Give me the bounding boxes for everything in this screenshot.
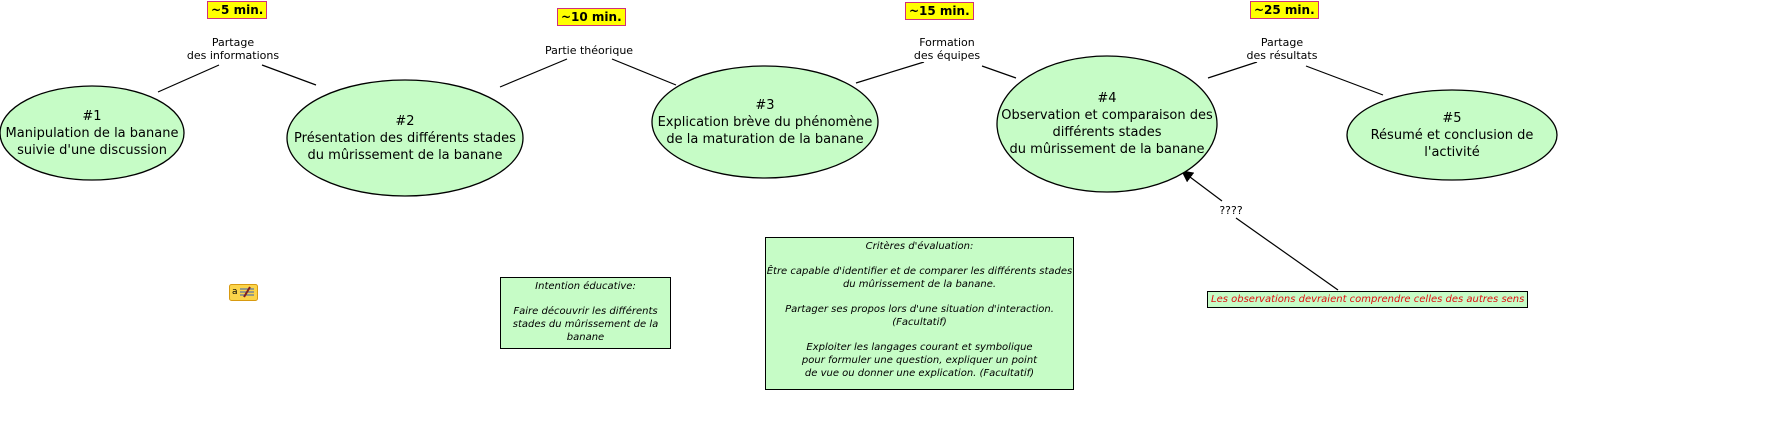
concept-number: #1 [82,108,102,124]
link-arrow [1181,170,1223,202]
concept-2[interactable]: #2 Présentation des différents stades du… [287,80,523,196]
concept-text: Présentation des différents stades [294,130,516,146]
criteria-title: Critères d'évaluation: [865,241,974,252]
annotation-note-icon[interactable]: a [229,284,259,302]
intention-text: Faire découvrir les différents [513,306,658,317]
link-label[interactable]: Formation des équipes [913,36,981,62]
link-line [981,65,1017,79]
concept-2-shape[interactable] [286,79,524,197]
link-label[interactable]: ???? [1219,204,1243,217]
criteria-line: Être capable d'identifier et de comparer… [766,266,1073,277]
concept-text: Manipulation de la banane [5,125,179,141]
concept-text: Observation et comparaison des [1001,108,1213,123]
concept-text: du mûrissement de la banane [307,147,503,163]
link-label-text: des résultats [1246,49,1318,62]
link-line [157,64,220,93]
duration-badge[interactable]: ~25 min. [1250,1,1319,19]
intention-text: stades du mûrissement de la banane [512,319,659,343]
criteria-item: Être capable d'identifier et de comparer… [766,265,1073,291]
link-label-text: ???? [1219,204,1243,217]
concept-4-shape[interactable] [996,55,1218,193]
concept-1-shape[interactable] [0,85,185,181]
concept-number: #2 [395,113,415,129]
duration-badge[interactable]: ~15 min. [905,2,974,20]
intention-title: Intention éducative: [535,281,636,292]
criteria-line: pour formuler une question, expliquer un… [801,355,1038,366]
link-label-text: Formation [919,36,975,49]
concept-5[interactable]: #5 Résumé et conclusion de l'activité [1347,90,1557,180]
observation-note[interactable]: Les observations devraient comprendre ce… [1207,291,1529,308]
criteria-item: Partager ses propos lors d'une situation… [766,303,1073,329]
concept-5-shape[interactable] [1346,89,1558,181]
criteria-line: Exploiter les langages courant et symbol… [806,342,1033,353]
concept-3[interactable]: #3 Explication brève du phénomène de la … [652,66,878,178]
concept-text: différents stades [1052,125,1162,140]
concept-4[interactable]: #4 Observation et comparaison des différ… [997,56,1217,192]
concept-number: #5 [1442,110,1462,126]
criteria-line: de vue ou donner une explication. (Facul… [804,368,1035,379]
link-label-text: Partage [1260,36,1304,49]
criteria-box[interactable]: Critères d'évaluation: Être capable d'id… [765,237,1074,390]
concept-text: de la maturation de la banane [666,131,864,147]
link-label[interactable]: Partage des résultats [1246,36,1318,62]
link-label[interactable]: Partie théorique [544,44,634,57]
duration-badge[interactable]: ~10 min. [557,8,626,26]
link-line [1235,217,1339,291]
link-line [261,64,317,86]
link-label-text: Partage [211,36,255,49]
link-line [1305,65,1384,96]
criteria-line: du mûrissement de la banane. [842,279,997,290]
link-label[interactable]: Partage des informations [186,36,280,62]
link-line [499,58,568,88]
link-line [855,61,925,84]
concept-number: #3 [755,97,775,113]
link-line [1207,61,1258,79]
concept-text: Résumé et conclusion de l'activité [1370,127,1534,160]
link-label-text: Partie théorique [544,44,634,57]
concept-text: Explication brève du phénomène [657,114,873,130]
intention-box[interactable]: Intention éducative: Faire découvrir les… [500,277,671,349]
link-label-text: des informations [186,49,280,62]
criteria-item: Exploiter les langages courant et symbol… [766,341,1073,380]
concept-3-shape[interactable] [651,65,879,179]
duration-badge[interactable]: ~5 min. [207,1,268,19]
concept-text: suivie d'une discussion [17,142,167,158]
link-line [611,58,677,86]
concept-number: #4 [1097,91,1117,106]
criteria-line: Partager ses propos lors d'une situation… [785,304,1054,328]
svg-text:a: a [232,287,238,297]
concept-text: du mûrissement de la banane [1009,142,1205,157]
concept-1[interactable]: #1 Manipulation de la banane suivie d'un… [0,86,184,180]
link-label-text: des équipes [913,49,981,62]
